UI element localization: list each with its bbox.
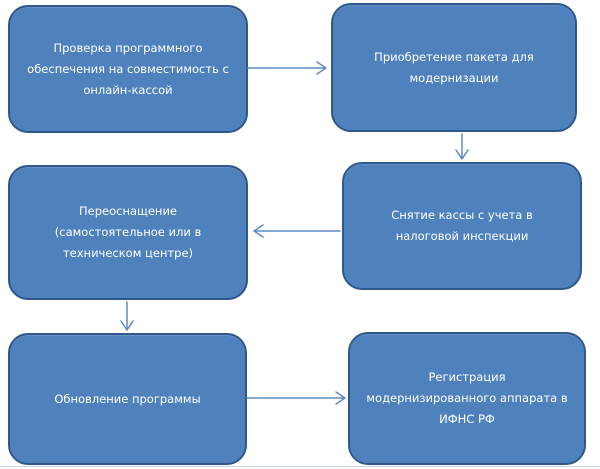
flow-node-label: Приобретение пакета для модернизации xyxy=(374,49,534,85)
flow-node-buy-package: Приобретение пакета для модернизации xyxy=(331,3,577,132)
flow-node-label: Проверка программного обеспечения на сов… xyxy=(27,40,229,97)
flow-node-check-software: Проверка программного обеспечения на сов… xyxy=(8,5,248,133)
arrow-update-to-register-right-icon xyxy=(246,391,346,405)
arrow-deregister-to-reequip-left-icon xyxy=(253,224,341,238)
image-bottom-border xyxy=(0,466,600,467)
flow-node-label: Переоснащение (самостоятельное или в тех… xyxy=(54,204,202,260)
arrow-check-to-buy-right-icon xyxy=(247,61,327,75)
flow-node-label: Обновление программы xyxy=(54,391,201,406)
arrow-reequip-to-update-down-icon xyxy=(120,301,134,331)
flow-node-update-program: Обновление программы xyxy=(8,333,247,465)
flow-node-label: Регистрация модернизированного аппарата … xyxy=(366,370,568,426)
flow-node-reequip: Переоснащение (самостоятельное или в тех… xyxy=(8,165,248,300)
flow-node-label: Снятие кассы с учета в налоговой инспекц… xyxy=(391,208,533,243)
arrow-buy-to-deregister-down-icon xyxy=(455,133,469,160)
flow-node-deregister: Снятие кассы с учета в налоговой инспекц… xyxy=(342,162,582,290)
flow-node-register-device: Регистрация модернизированного аппарата … xyxy=(348,332,586,465)
